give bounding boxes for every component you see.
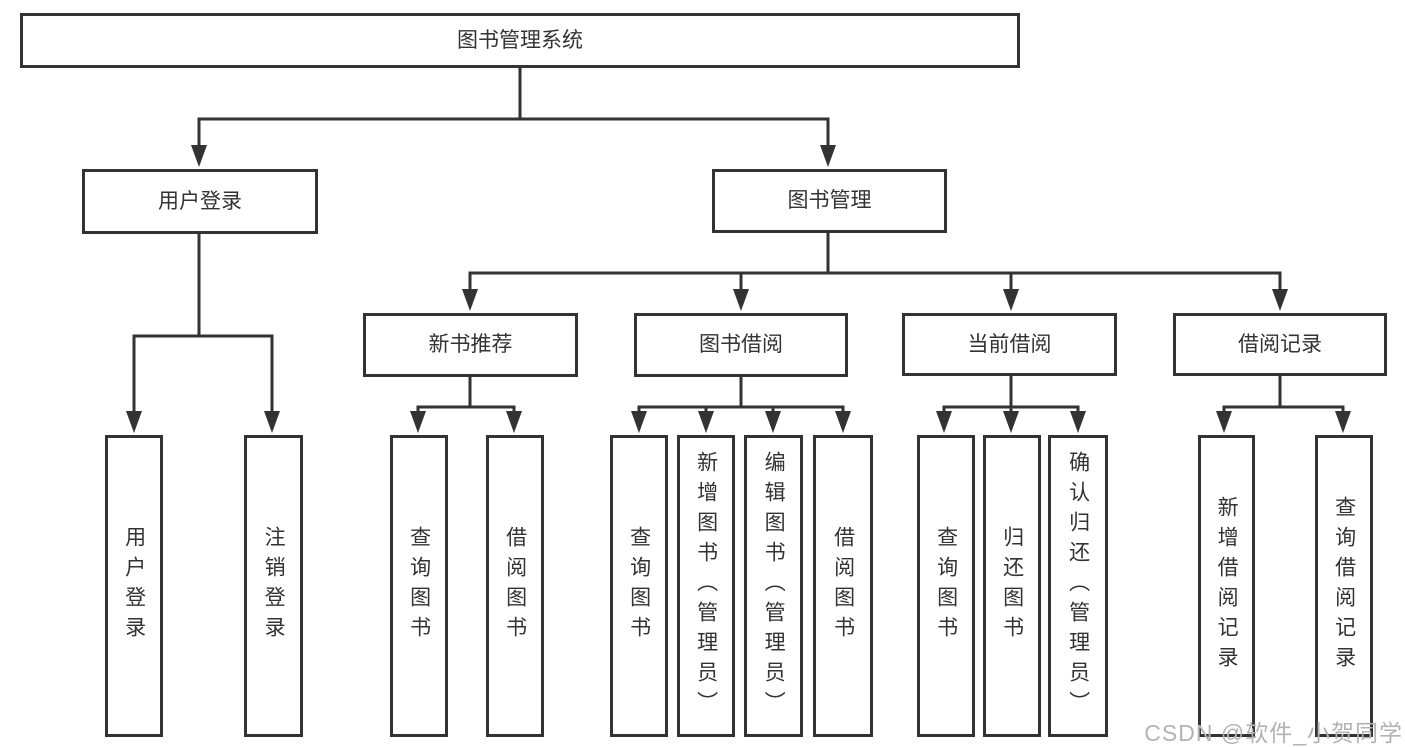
node-root: 图书管理系统 [20, 13, 1020, 68]
node-borrow-books: 借阅图书 [813, 435, 873, 737]
node-book-management: 图书管理 [712, 169, 947, 233]
node-borrow-records: 借阅记录 [1173, 313, 1387, 376]
node-user-login: 用户登录 [82, 169, 318, 234]
node-logout-action: 注销登录 [244, 435, 303, 737]
node-recommend-query-books: 查询图书 [390, 435, 448, 737]
node-return-book: 归还图书 [983, 435, 1041, 737]
arrowhead-icons [126, 145, 1351, 433]
csdn-watermark: CSDN @软件_小贺同学 [1144, 720, 1403, 746]
node-book-borrow: 图书借阅 [634, 313, 848, 377]
node-add-borrow-record: 新增借阅记录 [1198, 435, 1255, 737]
node-current-borrow: 当前借阅 [902, 313, 1117, 376]
node-user-login-action: 用户登录 [105, 435, 163, 737]
node-new-book-recommend: 新书推荐 [363, 313, 578, 377]
node-query-borrow-record: 查询借阅记录 [1315, 435, 1373, 737]
node-edit-book-admin: 编辑图书（管理员） [744, 435, 803, 737]
node-current-query-books: 查询图书 [917, 435, 975, 737]
node-add-book-admin: 新增图书（管理员） [677, 435, 735, 737]
node-confirm-return-admin: 确认归还（管理员） [1048, 435, 1108, 737]
node-borrow-query-books: 查询图书 [610, 435, 668, 737]
node-recommend-borrow-books: 借阅图书 [486, 435, 544, 737]
